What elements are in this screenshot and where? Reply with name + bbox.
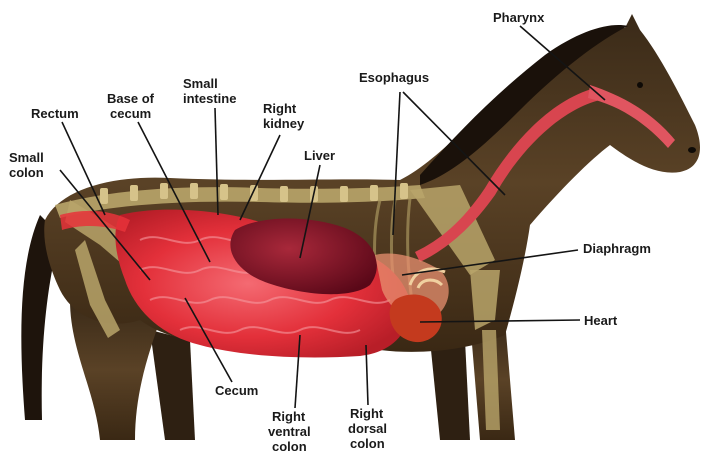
label-pharynx: Pharynx bbox=[493, 10, 545, 25]
label-esophagus: Esophagus bbox=[359, 70, 429, 85]
label-right-dorsal-colon-line1: Right bbox=[350, 406, 384, 421]
label-cecum: Cecum bbox=[215, 383, 258, 398]
label-rectum: Rectum bbox=[31, 106, 79, 121]
label-diaphragm: Diaphragm bbox=[583, 241, 651, 256]
eye-mark bbox=[637, 82, 643, 88]
label-liver: Liver bbox=[304, 148, 335, 163]
label-right-dorsal-colon-line3: colon bbox=[350, 436, 385, 451]
nostril-mark bbox=[688, 147, 696, 153]
label-right-kidney-line2: kidney bbox=[263, 116, 305, 131]
label-heart: Heart bbox=[584, 313, 618, 328]
label-right-ventral-colon-line2: ventral bbox=[268, 424, 311, 439]
front-leg-far bbox=[430, 340, 470, 440]
hind-leg-far bbox=[150, 330, 195, 440]
label-right-dorsal-colon-line2: dorsal bbox=[348, 421, 387, 436]
label-right-kidney-line1: Right bbox=[263, 101, 297, 116]
label-right-ventral-colon-line3: colon bbox=[272, 439, 307, 453]
label-small-intestine-line2: intestine bbox=[183, 91, 236, 106]
label-right-ventral-colon-line1: Right bbox=[272, 409, 306, 424]
label-base-of-cecum-line1: Base of bbox=[107, 91, 155, 106]
label-small-colon-line1: Small bbox=[9, 150, 44, 165]
label-small-colon-line2: colon bbox=[9, 165, 44, 180]
label-base-of-cecum-line2: cecum bbox=[110, 106, 151, 121]
label-small-intestine-line1: Small bbox=[183, 76, 218, 91]
